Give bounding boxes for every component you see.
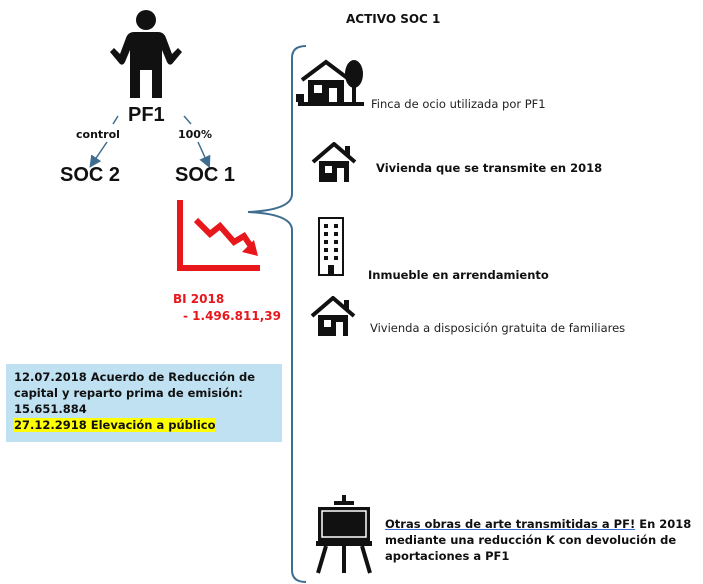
- art-line-3: aportaciones a PF1: [385, 549, 510, 563]
- person-label: PF1: [128, 104, 165, 126]
- company-soc1: SOC 1: [175, 164, 236, 186]
- house-icon-2: [310, 296, 356, 336]
- info-box-line-1: 12.07.2018 Acuerdo de Reducción de: [14, 370, 256, 384]
- highlighted-date: 27.12.2918 Elevación a público: [14, 418, 216, 432]
- edge-label-control: control: [76, 128, 120, 141]
- asset-label-2: Vivienda que se transmite en 2018: [376, 161, 603, 175]
- curly-brace: [247, 45, 307, 583]
- ownership-arrows: [89, 115, 211, 169]
- diagram-title: ACTIVO SOC 1: [346, 12, 441, 26]
- edge-label-percent: 100%: [178, 128, 212, 141]
- declining-chart-icon: [177, 200, 260, 271]
- art-description: Otras obras de arte transmitidas a PF! E…: [385, 516, 701, 564]
- info-box-line-2: capital y reparto prima de emisión:: [14, 386, 243, 400]
- easel-painting-icon: [316, 495, 372, 574]
- office-building-icon: [318, 217, 344, 276]
- bi-year-label: BI 2018: [173, 292, 225, 306]
- asset-label-1: Finca de ocio utilizada por PF1: [371, 97, 546, 111]
- asset-label-4: Vivienda a disposición gratuita de famil…: [370, 321, 626, 335]
- art-line-2: mediante una reducción K con devolución …: [385, 533, 677, 547]
- house-with-tree-icon: [296, 59, 364, 106]
- bi-value: - 1.496.811,39: [183, 309, 281, 323]
- company-soc2: SOC 2: [60, 164, 121, 186]
- info-box: 12.07.2018 Acuerdo de Reducción de capit…: [6, 364, 282, 442]
- info-box-line-4: 27.12.2918 Elevación a público: [14, 417, 274, 433]
- asset-label-3: Inmueble en arrendamiento: [368, 268, 549, 282]
- art-line-1: Otras obras de arte transmitidas a PF! E…: [385, 516, 701, 532]
- art-link-text[interactable]: Otras obras de arte transmitidas a PF!: [385, 517, 636, 531]
- art-line-1-rest: En 2018: [635, 517, 692, 531]
- person-icon: [110, 10, 182, 98]
- info-box-line-3: 15.651.884: [14, 402, 87, 416]
- house-icon: [311, 142, 357, 182]
